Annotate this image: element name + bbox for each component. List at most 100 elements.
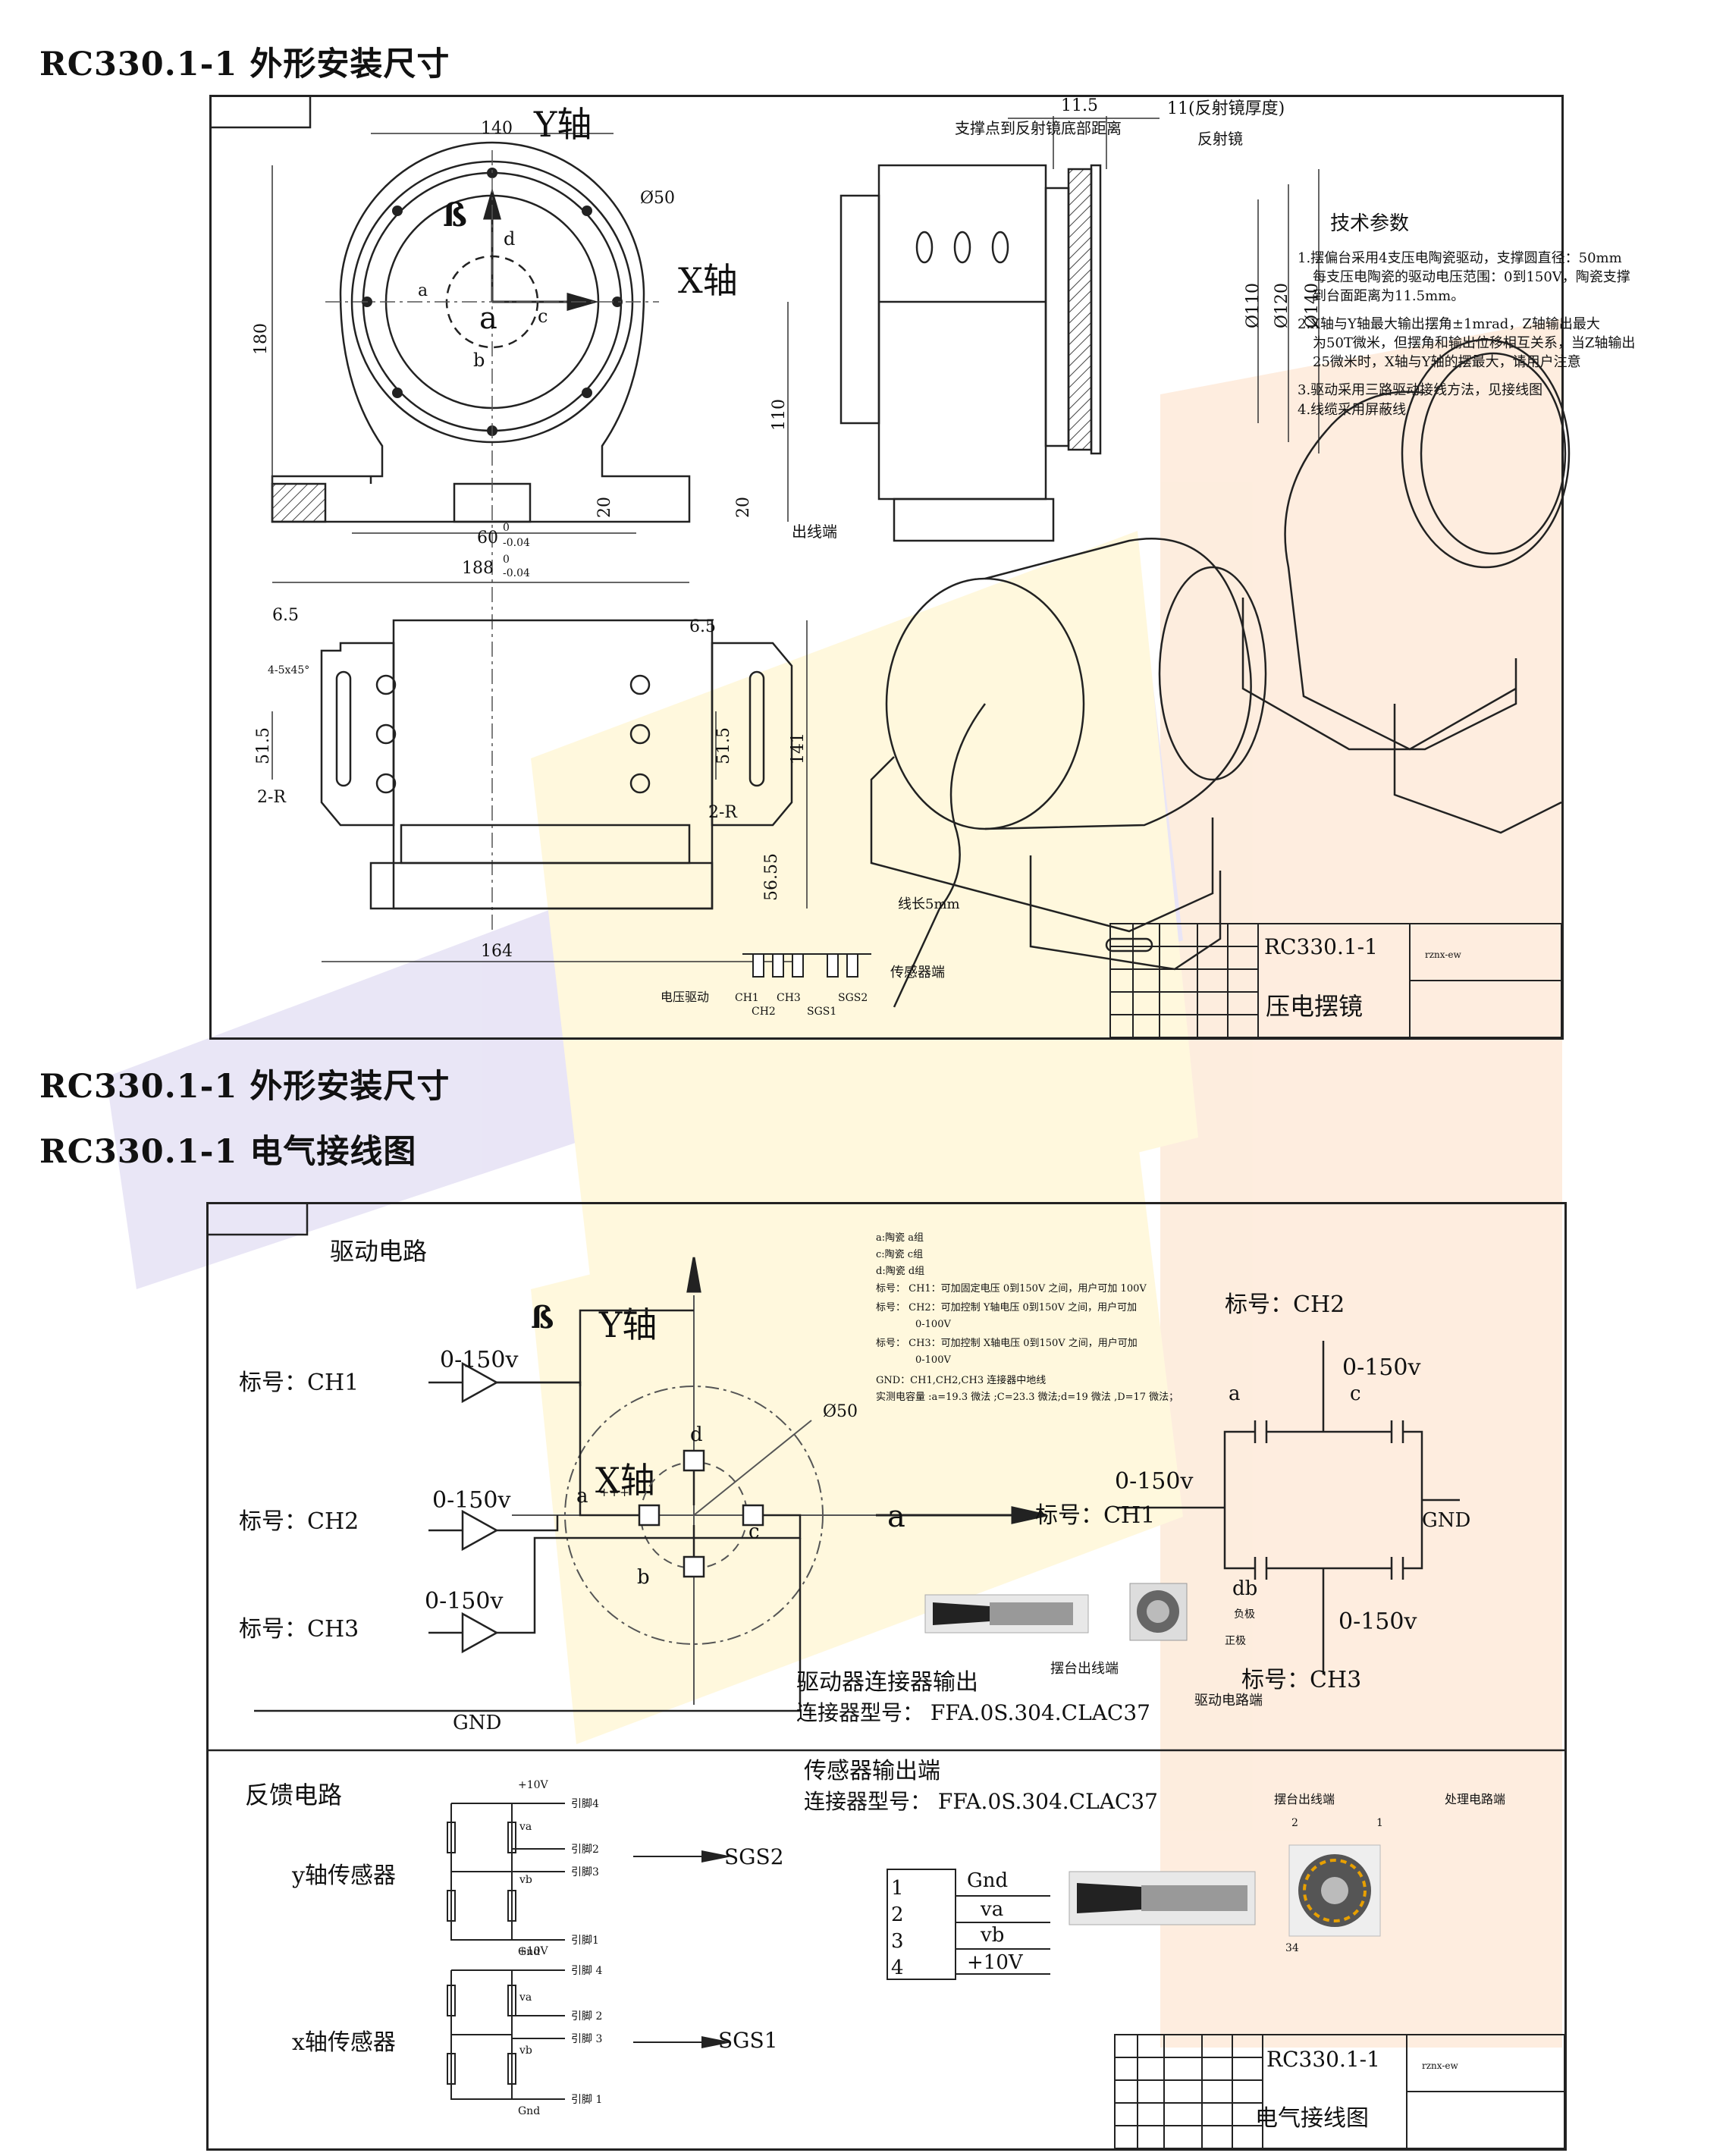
tag-ch3-right: 标号：CH3 bbox=[1241, 1667, 1361, 1693]
outlet-label: 出线端 bbox=[792, 523, 837, 541]
dim-164: 164 bbox=[481, 942, 513, 961]
x-sensor-label: x轴传感器 bbox=[292, 2029, 396, 2056]
sig-vb: vb bbox=[980, 1924, 1004, 1947]
x-pin4: 引脚 4 bbox=[571, 1965, 602, 1977]
title-block-2 bbox=[1114, 2034, 1565, 2149]
title-block-name: 压电摆镜 bbox=[1266, 992, 1363, 1021]
dim-20a: 20 bbox=[595, 497, 614, 518]
dim-141: 141 bbox=[789, 733, 808, 764]
gnd-right: GND bbox=[1422, 1509, 1470, 1532]
radius-2r-b: 2-R bbox=[708, 803, 738, 822]
label-b: b bbox=[473, 350, 485, 371]
drive-connector-photo bbox=[924, 1594, 1089, 1633]
sensor-connector-face bbox=[1288, 1844, 1381, 1937]
sgs1-output: SGS1 bbox=[718, 2028, 778, 2053]
label-a-2: a bbox=[576, 1485, 588, 1508]
dia120: Ø120 bbox=[1273, 283, 1291, 328]
x-pin3: 引脚 3 bbox=[571, 2033, 602, 2045]
tol-60-low: -0.04 bbox=[503, 537, 530, 549]
sensor-connector-photo bbox=[1069, 1871, 1256, 1925]
chamfer-label: 4-5x45° bbox=[268, 664, 309, 676]
neg-pin-label: 负极 bbox=[1234, 1608, 1255, 1621]
x-pin2: 引脚 2 bbox=[571, 2010, 602, 2023]
note-capacitance: 实测电容量 :a=19.3 微法 ;C=23.3 微法;d=19 微法 ,D=1… bbox=[876, 1391, 1178, 1403]
drive-end-label: 驱动电路端 bbox=[1194, 1693, 1263, 1709]
x-pin1: 引脚 1 bbox=[571, 2094, 602, 2106]
gnd-left: GND bbox=[453, 1712, 501, 1734]
x-gnd: Gnd bbox=[518, 2105, 540, 2117]
pin-num-4: 4 bbox=[891, 1957, 904, 1979]
dim-140: 140 bbox=[481, 119, 513, 138]
conn-pin-34: 34 bbox=[1285, 1942, 1299, 1954]
y-plus10v: +10V bbox=[518, 1779, 549, 1791]
pos-pin-label: 正极 bbox=[1225, 1635, 1246, 1647]
dim-180: 180 bbox=[252, 323, 271, 355]
wire-length-label: 线长5mm bbox=[898, 896, 960, 912]
sig-10v: +10V bbox=[967, 1951, 1024, 1974]
tech-2a: 2.X轴与Y轴最大输出摆角±1mrad，Z轴输出最大 bbox=[1298, 316, 1600, 332]
x-axis-label: X轴 bbox=[678, 260, 738, 301]
platform-out-label-2: 摆台出线端 bbox=[1274, 1792, 1335, 1806]
x-va: va bbox=[519, 1991, 532, 2004]
wiring-drawing: 驱动电路 Y轴 X轴 ß 标号：CH1 标号：CH2 bbox=[209, 1204, 1565, 2149]
label-b-2: b bbox=[637, 1566, 650, 1589]
plus-marks: +++ bbox=[599, 1485, 629, 1499]
x-plus10v: +10V bbox=[518, 1945, 549, 1957]
range-right-bot: 0-150v bbox=[1338, 1608, 1417, 1635]
y-gnd: Gnd bbox=[518, 1946, 540, 1958]
process-end-label: 处理电路端 bbox=[1445, 1792, 1505, 1806]
dia50-label-2: Ø50 bbox=[823, 1402, 858, 1421]
note-ch2b: 0-100V bbox=[915, 1319, 951, 1330]
sgs2-label: SGS2 bbox=[838, 992, 868, 1004]
range-ch2: 0-150v bbox=[432, 1487, 510, 1514]
dia110: Ø110 bbox=[1244, 283, 1263, 328]
tech-title: 技术参数 bbox=[1330, 212, 1409, 235]
x-vb: vb bbox=[519, 2045, 532, 2057]
sensor-end-label: 传感器端 bbox=[890, 965, 945, 981]
dim-6-5a: 6.5 bbox=[272, 606, 299, 625]
dim-51-5a: 51.5 bbox=[254, 727, 273, 764]
tol-60-up: 0 bbox=[503, 522, 510, 534]
feedback-title: 反馈电路 bbox=[245, 1781, 342, 1809]
drawing-sheet-outline: 140 Y轴 X轴 Ø50 ß a a b c d 180 110 20 20 … bbox=[209, 95, 1635, 1040]
sensor-connector-model: 连接器型号： FFA.0S.304.CLAC37 bbox=[804, 1789, 1158, 1814]
heading-wiring: RC330.1-1 电气接线图 bbox=[39, 1133, 417, 1171]
tech-2b: 为50T微米，但摆角和输出位移相互关系，当Z轴输出 bbox=[1313, 335, 1635, 351]
note-ch3a: 标号： CH3：可加控制 X轴电压 0到150V 之间，用户可加 bbox=[876, 1337, 1138, 1349]
tech-1a: 1.摆偏台采用4支压电陶瓷驱动，支撑圆直径：50mm bbox=[1298, 250, 1622, 266]
dim-51-5b: 51.5 bbox=[714, 727, 733, 764]
range-ch3: 0-150v bbox=[425, 1588, 503, 1615]
drive-connector-face bbox=[1129, 1583, 1188, 1641]
y-va: va bbox=[519, 1821, 532, 1833]
y-pin3: 引脚3 bbox=[571, 1866, 599, 1878]
conn-pin-1: 1 bbox=[1376, 1817, 1383, 1829]
cap-db: db bbox=[1232, 1577, 1257, 1600]
conn-pin-2: 2 bbox=[1291, 1817, 1298, 1829]
arrow-a-label: a bbox=[887, 1499, 905, 1534]
beta-label: ß bbox=[443, 196, 467, 234]
title-block-code-2: rznx-ew bbox=[1422, 2060, 1459, 2071]
title-block-name-2: 电气接线图 bbox=[1255, 2105, 1369, 2132]
note-ch1: 标号： CH1：可加固定电压 0到150V 之间，用户可加 100V bbox=[876, 1282, 1147, 1295]
ch3-label: CH3 bbox=[777, 992, 801, 1004]
tag-ch2-left: 标号：CH2 bbox=[239, 1508, 359, 1535]
cap-a: a bbox=[1229, 1382, 1241, 1405]
platform-out-label: 摆台出线端 bbox=[1050, 1661, 1119, 1677]
y-axis-label: Y轴 bbox=[533, 104, 592, 145]
y-sensor-label: y轴传感器 bbox=[291, 1863, 396, 1889]
y-pin4: 引脚4 bbox=[571, 1798, 599, 1810]
title-block-1 bbox=[1109, 923, 1562, 1038]
range-ch1: 0-150v bbox=[440, 1347, 518, 1373]
note-a: a:陶瓷 a组 bbox=[876, 1232, 924, 1244]
dim-110: 110 bbox=[770, 399, 789, 431]
label-a-big: a bbox=[479, 301, 497, 336]
driver-connector-output: 驱动器连接器输出 bbox=[796, 1669, 978, 1696]
sensor-output-label: 传感器输出端 bbox=[804, 1758, 940, 1784]
dim-20b: 20 bbox=[734, 497, 753, 518]
label-a: a bbox=[418, 281, 428, 300]
dim-11-5: 11.5 bbox=[1061, 96, 1098, 115]
tech-4: 4.线缆采用屏蔽线 bbox=[1298, 402, 1406, 418]
tag-ch1-left: 标号：CH1 bbox=[239, 1370, 359, 1396]
sgs1-label: SGS1 bbox=[807, 1006, 836, 1018]
label-d-2: d bbox=[690, 1423, 703, 1446]
